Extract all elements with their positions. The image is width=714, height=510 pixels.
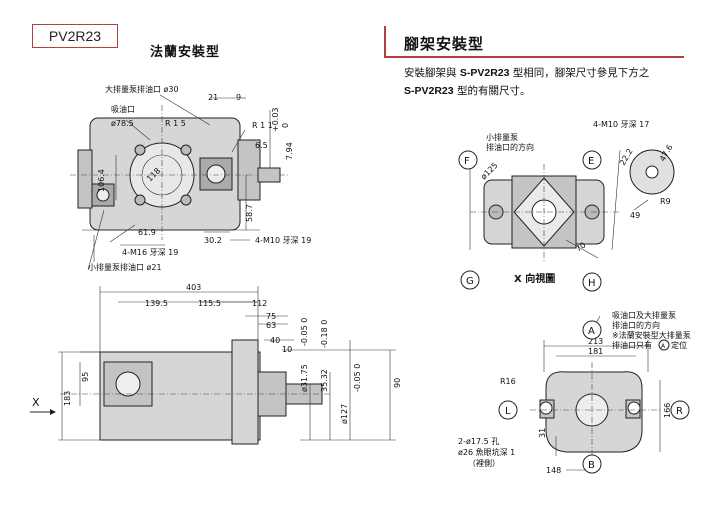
- section-rule: [384, 56, 684, 58]
- label-m10: 4-M10 牙深 19: [255, 236, 311, 245]
- desc-text: 型相同，腳架尺寸參見下方之: [509, 67, 650, 79]
- label-r15: R 1 5: [165, 119, 186, 128]
- x-view-caption: X 向視圖: [514, 272, 555, 285]
- dim-49: 49: [630, 211, 640, 220]
- x-view-marker: X: [32, 396, 40, 409]
- note-4a: 排油口只有: [612, 340, 652, 350]
- label-m10-x: 4-M10 牙深 17: [593, 120, 649, 129]
- foot-title: 腳架安裝型: [404, 35, 485, 53]
- svg-text:F: F: [464, 156, 470, 167]
- note-circle-a: A: [658, 339, 670, 351]
- dim-9: 9: [236, 93, 241, 102]
- mounting-flange: [231, 339, 259, 445]
- tol-0: 0: [281, 123, 290, 128]
- label-m16: 4-M16 牙深 19: [122, 248, 178, 257]
- label-r16: R16: [500, 377, 516, 386]
- circle-letter-h: H: [582, 272, 602, 292]
- circle-letter-f: F: [458, 150, 478, 170]
- dim-794: 7.94: [285, 142, 294, 160]
- circle-letter-g: G: [460, 270, 480, 290]
- dim-90: 90: [393, 378, 402, 388]
- flange-front-view: [70, 94, 290, 271]
- dim-75: 75: [266, 312, 276, 321]
- svg-text:A: A: [661, 343, 666, 350]
- svg-text:A: A: [588, 326, 595, 337]
- dim-65: 6.5: [255, 141, 268, 150]
- note-2: 排油口的方向: [612, 320, 660, 330]
- dim-148: 148: [546, 466, 561, 475]
- note-4b: 定位: [671, 340, 687, 350]
- circle-letter-r: R: [670, 400, 690, 420]
- label-large-outlet: 大排量泵排油口 ø30: [105, 84, 179, 94]
- note-3: ※法蘭安裝型大排量泵: [612, 330, 691, 340]
- tol-003: +0.03: [271, 107, 280, 132]
- dim-1395: 139.5: [145, 299, 168, 308]
- svg-text:E: E: [588, 156, 594, 167]
- circle-letter-b: B: [582, 454, 602, 474]
- tol-3532: -0.18 0: [320, 320, 329, 348]
- label-small-outlet-dir2: 排油口的方向: [486, 142, 534, 152]
- label-r9: R9: [660, 197, 671, 206]
- circle-letter-l: L: [498, 400, 518, 420]
- dim-95: 95: [81, 372, 90, 382]
- model-tag: PV2R23: [32, 24, 118, 48]
- tol-127: -0.05 0: [353, 364, 362, 392]
- desc-text: 安裝腳架與: [404, 67, 460, 79]
- hole-spec-3: （裡側）: [468, 458, 500, 468]
- section-rule-vertical: [384, 26, 386, 56]
- side-lug: [77, 149, 93, 209]
- label-small-outlet: 小排量泵排油口 ø21: [88, 262, 162, 272]
- desc-model: S-PV2R23: [459, 67, 510, 79]
- svg-text:B: B: [588, 460, 595, 471]
- label-small-outlet-dir: 小排量泵: [486, 132, 518, 142]
- dim-166: 166: [663, 403, 672, 418]
- foot-view: [530, 315, 661, 471]
- dim-619: 61.9: [138, 228, 156, 237]
- circle-letter-a: A: [582, 320, 602, 340]
- flange-title: 法蘭安裝型: [150, 45, 221, 60]
- label-suction: 吸油口: [111, 104, 135, 114]
- dim-302: 30.2: [204, 236, 222, 245]
- dim-213: 213: [588, 337, 603, 346]
- note-1: 吸油口及大排量泵: [612, 310, 676, 320]
- dim-181: 181: [588, 347, 603, 356]
- dim-63: 63: [266, 321, 276, 330]
- flange-side-view: [30, 286, 396, 445]
- dim-587: 58.7: [245, 204, 254, 222]
- foot-description: 安裝腳架與 S-PV2R23 型相同，腳架尺寸參見下方之 S-PV2R23 型的…: [404, 64, 694, 100]
- dim-403: 403: [186, 283, 201, 292]
- dim-1155: 115.5: [198, 299, 221, 308]
- dim-183: 183: [63, 391, 72, 406]
- dim-112: 112: [252, 299, 267, 308]
- svg-text:R: R: [676, 406, 683, 417]
- shaft-end: [257, 167, 281, 183]
- svg-text:H: H: [588, 278, 596, 289]
- desc-text: 型的有關尺寸。: [453, 85, 531, 97]
- dim-1064: 106.4: [97, 169, 106, 192]
- dim-3175: ø31.75: [300, 364, 309, 392]
- dim-31: 31: [538, 428, 547, 438]
- dim-476: 47.6: [658, 143, 675, 163]
- svg-text:L: L: [505, 406, 511, 417]
- circle-letter-e: E: [582, 150, 602, 170]
- label-suction-dia: ø78.5: [111, 119, 134, 128]
- hole-spec-1: 2-ø17.5 孔: [458, 437, 499, 446]
- hole-spec-2: ø26 魚眼坑深 1: [458, 447, 515, 457]
- x-view: [469, 149, 675, 262]
- tol-3175: -0.05 0: [300, 318, 309, 346]
- dim-3532: 35.32: [320, 369, 329, 392]
- dim-40: 40: [270, 336, 280, 345]
- svg-text:G: G: [466, 276, 474, 287]
- dim-125: ø125: [479, 161, 500, 182]
- desc-model: S-PV2R23: [404, 85, 454, 97]
- dim-10: 10: [282, 345, 292, 354]
- label-r11: R 1 1: [252, 121, 273, 130]
- dim-21: 21: [208, 93, 218, 102]
- dim-127: ø127: [340, 404, 349, 424]
